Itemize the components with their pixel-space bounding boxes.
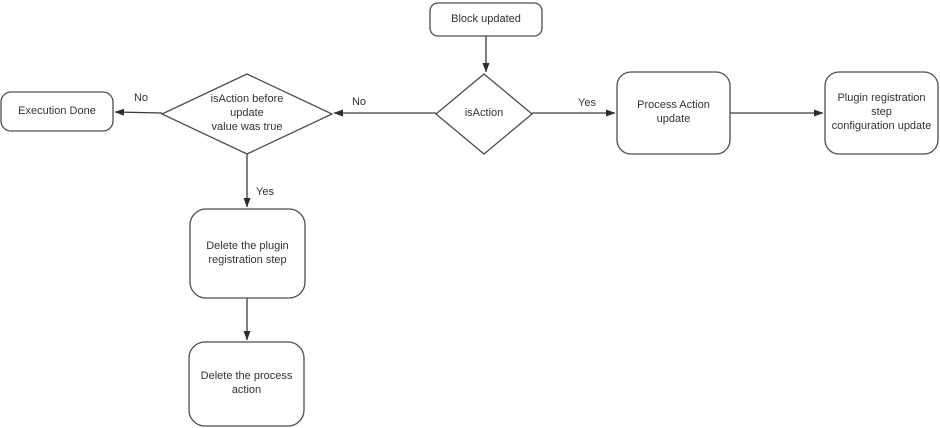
node-shape-process-action-update	[616, 71, 731, 155]
node-shape-is-action-before-diamond	[160, 73, 334, 155]
node-shape-is-action-diamond	[434, 73, 534, 155]
node-shape-plugin-registration-step	[824, 71, 939, 155]
node-shape-delete-plugin-step	[189, 208, 306, 299]
node-shape-delete-process-action	[188, 341, 305, 427]
node-shape-execution-done	[0, 91, 114, 132]
node-shape-block-updated	[429, 2, 543, 37]
edge-before-to-execution-no	[114, 108, 163, 116]
